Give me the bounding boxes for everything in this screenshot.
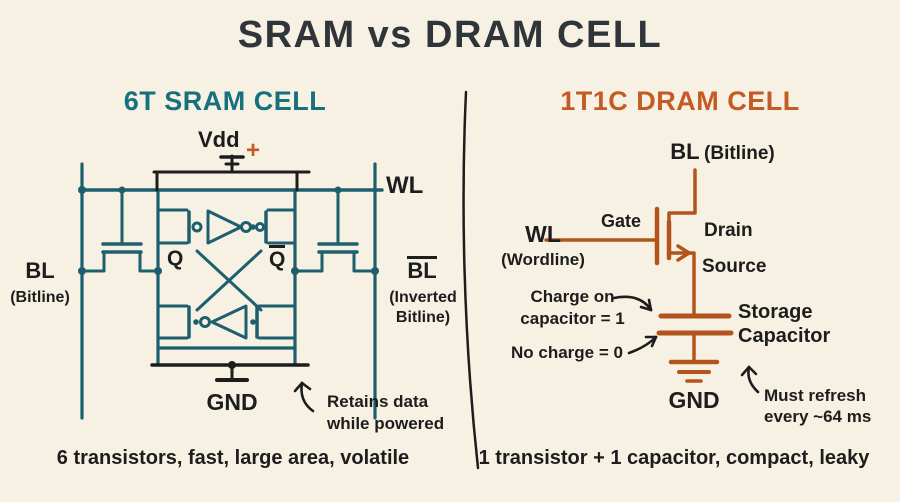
drain-label: Drain [704, 220, 753, 241]
gnd-label-sram: GND [206, 389, 258, 415]
gnd-label-dram: GND [668, 387, 720, 413]
bitline-sublabel-sram: (Bitline) [10, 289, 70, 306]
wordline-label-sram: WL [386, 172, 424, 199]
dram-bl-subtext: (Bitline) [704, 143, 775, 164]
retains-note-line2: while powered [327, 414, 445, 433]
dram-heading: 1T1C DRAM CELL [560, 86, 800, 116]
retains-note-line1: Retains data [327, 392, 429, 411]
dram-source-wire [667, 251, 696, 316]
q-node-label: Q [167, 247, 184, 270]
bl-bar-text: BL [407, 256, 437, 283]
sram-circuit [78, 162, 384, 420]
charge-note-line1: Charge on [530, 287, 615, 306]
inverted-bitline-sublabel-2: Bitline) [395, 309, 451, 326]
inverted-bitline-label: BL [382, 256, 462, 283]
storage-capacitor-label-line2: Capacitor [738, 325, 831, 347]
bitline-label-dram: BL (Bitline) [630, 139, 815, 165]
dram-caption: 1 transistor + 1 capacitor, compact, lea… [478, 447, 870, 469]
no-charge-note: No charge = 0 [511, 343, 623, 362]
sram-heading: 6T SRAM CELL [123, 86, 327, 116]
charge-note-line2: capacitor = 1 [520, 309, 625, 328]
storage-capacitor-label-line1: Storage [738, 301, 813, 323]
dram-annotation-arrows [612, 295, 760, 394]
sram-top-inverter [206, 209, 243, 245]
wordline-sublabel-dram: (Wordline) [501, 250, 585, 269]
dram-bl-text: BL [670, 139, 700, 164]
bitline-label-sram: BL [25, 258, 55, 283]
source-label: Source [702, 256, 767, 277]
dram-circuit [544, 168, 734, 383]
dram-bitline-wire [667, 168, 697, 225]
q-bar-node-label: Q [269, 245, 286, 272]
charge-arrow [612, 295, 653, 312]
sram-caption: 6 transistors, fast, large area, volatil… [56, 447, 410, 469]
sram-power-rails [150, 154, 315, 413]
refresh-note-line1: Must refresh [764, 386, 867, 405]
wordline-label-dram: WL [525, 221, 561, 247]
vdd-label: Vdd [198, 127, 240, 152]
refresh-note-line2: every ~64 ms [764, 407, 872, 426]
page-title: SRAM vs DRAM CELL [237, 14, 663, 56]
vdd-plus-sign: + [246, 137, 261, 164]
sram-bottom-inverter [210, 304, 248, 340]
retains-arrow [300, 381, 315, 413]
divider-line [462, 90, 480, 470]
inverted-bitline-sublabel-1: (Inverted [389, 289, 457, 306]
gate-label: Gate [601, 211, 642, 231]
q-bar-text: Q [269, 245, 286, 270]
